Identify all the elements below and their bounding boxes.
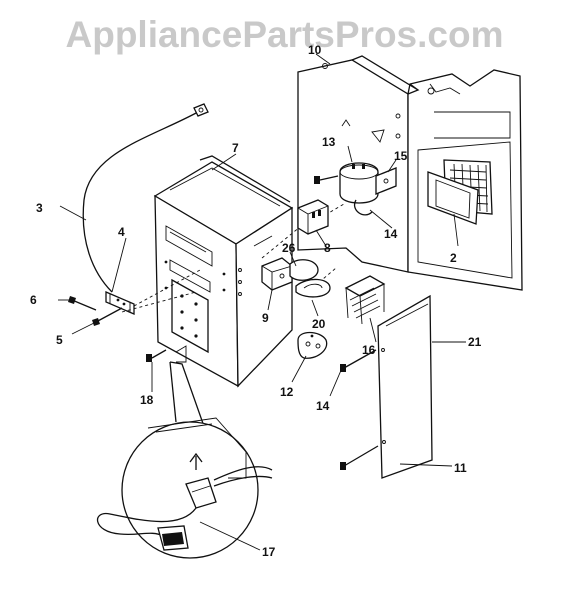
terminal-16	[344, 275, 386, 325]
callout-12: 12	[280, 385, 294, 399]
callout-13: 13	[322, 135, 336, 149]
detail-magnifier	[96, 361, 273, 559]
relay-9	[261, 257, 293, 291]
callout-17: 17	[262, 545, 276, 559]
callout-14-lower: 14	[316, 399, 330, 413]
callout-26: 26	[282, 241, 296, 255]
callout-2: 2	[450, 251, 457, 265]
callout-10: 10	[308, 43, 322, 57]
disc-12	[297, 331, 328, 359]
switch-8	[297, 199, 329, 235]
callout-5: 5	[56, 333, 63, 347]
callout-8: 8	[324, 241, 331, 255]
ground-wire	[82, 103, 209, 293]
mounting-bracket	[105, 291, 135, 315]
callout-15: 15	[394, 149, 408, 163]
filter-grid	[427, 159, 493, 225]
callout-14-upper: 14	[384, 227, 398, 241]
screw-6	[68, 296, 97, 311]
callout-18: 18	[140, 393, 154, 407]
strap-14	[353, 199, 373, 216]
screw-5	[92, 307, 123, 326]
callout-21: 21	[468, 335, 482, 349]
screw-18	[146, 349, 167, 362]
watermark: AppliancePartsPros.com	[65, 14, 504, 55]
gasket-20	[295, 278, 331, 298]
callout-9: 9	[262, 311, 269, 325]
callout-3: 3	[36, 201, 43, 215]
control-box	[153, 155, 294, 388]
callout-labels: 10 7 3 4 6 5 13 15 14 2 8 26 9 20 16 21 …	[30, 43, 482, 559]
capacitor-13	[339, 162, 379, 204]
screw-capacitor	[314, 175, 339, 184]
cover-panel-21	[377, 294, 433, 479]
connector-26	[289, 259, 319, 281]
callout-11: 11	[454, 461, 467, 475]
cover-screws	[340, 349, 379, 470]
callout-4: 4	[118, 225, 125, 239]
alignment-lines	[121, 203, 345, 313]
callout-7: 7	[232, 141, 239, 155]
callout-16: 16	[362, 343, 376, 357]
leader-lines	[58, 53, 466, 551]
callout-20: 20	[312, 317, 326, 331]
callout-6: 6	[30, 293, 37, 307]
